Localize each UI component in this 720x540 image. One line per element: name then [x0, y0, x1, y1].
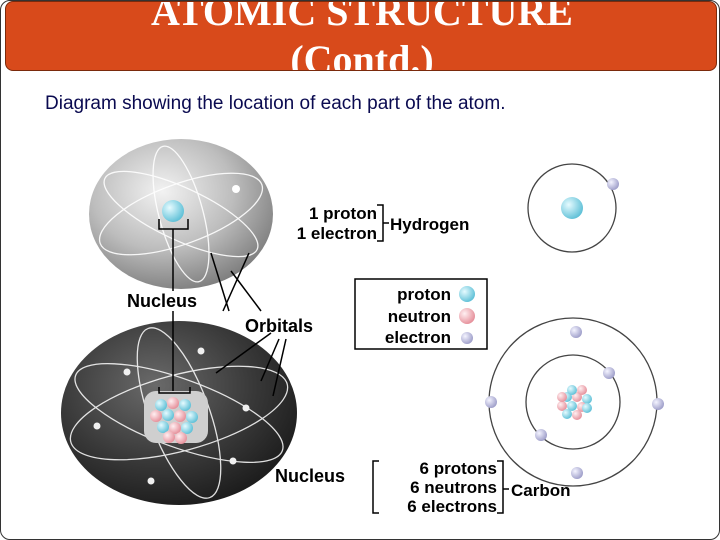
- carbon-bohr-electrons: [485, 326, 664, 479]
- carbon-electrons-left: [93, 347, 250, 485]
- hydrogen-bohr-nucleus: [561, 197, 583, 219]
- carbon-bohr-model: [485, 317, 664, 487]
- carbon-line-1: 6 protons: [420, 459, 497, 478]
- carbon-bracket-left: [372, 460, 379, 514]
- carbon-nucleus: [150, 397, 198, 444]
- nucleus-bottom-label: Nucleus: [275, 466, 345, 486]
- hydrogen-nucleus: [162, 200, 184, 222]
- title-line-1: ATOMIC STRUCTURE: [151, 1, 573, 34]
- title-bar: ATOMIC STRUCTURE (Contd.): [5, 1, 717, 71]
- hydrogen-sphere: [89, 139, 273, 289]
- orbitals-label: Orbitals: [245, 316, 313, 336]
- hydrogen-line-2: 1 electron: [297, 224, 377, 243]
- legend-proton-label: proton: [397, 285, 451, 304]
- slide-title: ATOMIC STRUCTURE (Contd.): [6, 1, 716, 71]
- slide-subtitle: Diagram showing the location of each par…: [45, 93, 506, 114]
- hydrogen-bohr-model: [527, 163, 619, 253]
- legend-proton-swatch: [459, 286, 475, 302]
- connector-lines: [158, 219, 287, 397]
- legend-neutron-swatch: [459, 308, 475, 324]
- carbon-composition: 6 protons 6 neutrons 6 electrons Carbon: [372, 459, 571, 516]
- carbon-line-3: 6 electrons: [407, 497, 497, 516]
- legend-electron-label: electron: [385, 328, 451, 347]
- particle-legend: proton neutron electron: [354, 278, 488, 350]
- hydrogen-composition: 1 proton 1 electron Hydrogen: [297, 204, 470, 243]
- nucleus-top-label: Nucleus: [127, 291, 197, 311]
- hydrogen-name: Hydrogen: [390, 215, 469, 234]
- legend-neutron-label: neutron: [388, 307, 451, 326]
- legend-electron-swatch: [461, 332, 473, 344]
- carbon-line-2: 6 neutrons: [410, 478, 497, 497]
- hydrogen-bracket: [377, 204, 389, 242]
- hydrogen-electron: [232, 185, 240, 193]
- carbon-bracket-right: [497, 460, 509, 514]
- carbon-sphere: [61, 321, 297, 505]
- title-line-2: (Contd.): [290, 37, 434, 71]
- hydrogen-line-1: 1 proton: [309, 204, 377, 223]
- hydrogen-bohr-electron: [607, 178, 619, 190]
- carbon-bohr-nucleus: [557, 385, 592, 420]
- carbon-name: Carbon: [511, 481, 571, 500]
